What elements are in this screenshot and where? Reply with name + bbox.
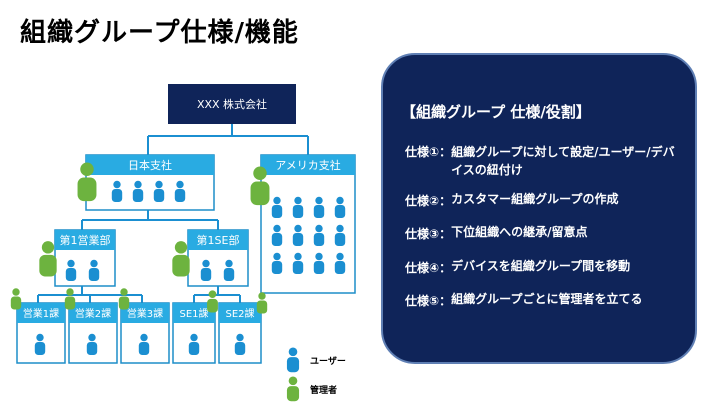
spec-item-4: 仕様④： デバイスを組織グループ間を移動 [405, 259, 631, 275]
org-node-root: XXX 株式会社 [168, 84, 296, 124]
legend-admin-icon [286, 376, 300, 402]
admin-icon [64, 288, 76, 310]
org-node-sales-dept1: 第1営業部 [54, 229, 116, 287]
svg-text:第1SE部: 第1SE部 [197, 233, 240, 247]
org-node-se-dept1: 第1SE部 [187, 229, 249, 287]
svg-text:SE1課: SE1課 [179, 307, 208, 320]
admin-icon [250, 166, 270, 206]
org-node-se-sec2: SE2課 [218, 302, 262, 364]
legend-user-icon [286, 347, 300, 373]
admin-icon [207, 290, 218, 313]
admin-icon [256, 292, 268, 314]
user-icon [153, 180, 165, 202]
spec-item-1: 仕様①： 組織グループに対して設定/ユーザー/デバイスの紐付け [405, 145, 675, 177]
admin-icon [118, 288, 130, 310]
admin-icon [10, 288, 22, 310]
svg-text:営業2課: 営業2課 [75, 307, 111, 320]
admin-icon [172, 241, 190, 277]
spec-item-3: 仕様③： 下位組織への継承/留意点 [405, 225, 588, 241]
page-title: 組織グループ仕様/機能 [20, 18, 299, 48]
org-node-se-sec1: SE1課 [172, 302, 216, 364]
spec-item-2: 仕様②： カスタマー組織グループの作成 [405, 192, 619, 208]
svg-text:第1営業部: 第1営業部 [60, 233, 111, 247]
svg-text:ユーザー: ユーザー [310, 356, 346, 367]
user-icon [111, 180, 123, 202]
svg-text:アメリカ支社: アメリカ支社 [275, 158, 340, 172]
org-node-sales-sec2: 営業2課 [68, 302, 118, 364]
spec-panel: 【組織グループ 仕様/役割】 仕様①： 組織グループに対して設定/ユーザー/デバ… [381, 53, 697, 364]
spec-item-5: 仕様⑤： 組織グループごとに管理者を立てる [405, 292, 643, 308]
user-icon [174, 180, 186, 202]
admin-icon [39, 241, 57, 277]
user-icon [132, 180, 144, 202]
svg-text:管理者: 管理者 [310, 384, 337, 396]
org-node-america-branch: アメリカ支社 [260, 154, 356, 294]
org-node-japan-branch: 日本支社 [85, 154, 215, 211]
svg-text:日本支社: 日本支社 [128, 158, 172, 172]
panel-title: 【組織グループ 仕様/役割】 [401, 103, 591, 121]
org-node-sales-sec3: 営業3課 [120, 302, 170, 364]
svg-text:営業3課: 営業3課 [127, 307, 163, 320]
legend: ユーザー 管理者 [286, 347, 346, 402]
svg-text:XXX 株式会社: XXX 株式会社 [197, 97, 267, 111]
org-node-sales-sec1: 営業1課 [16, 302, 66, 364]
svg-text:SE2課: SE2課 [225, 307, 254, 320]
admin-icon [77, 162, 97, 202]
svg-text:営業1課: 営業1課 [23, 307, 59, 320]
